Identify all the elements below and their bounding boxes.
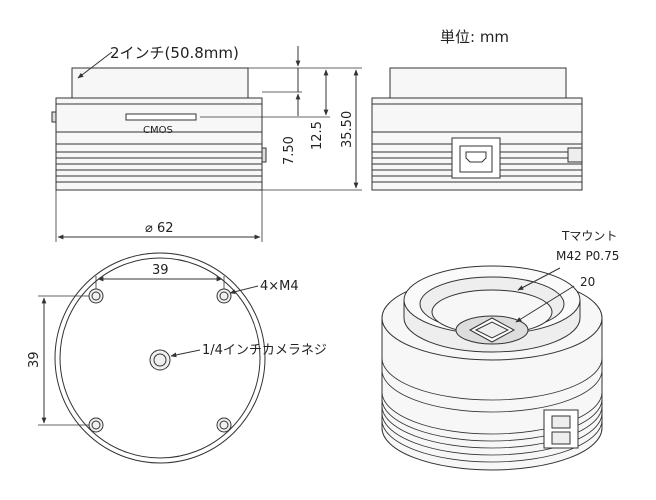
side-view-cap: [71, 67, 249, 99]
hole-spacing-v: 39: [27, 351, 42, 368]
tripod-hole: [149, 349, 171, 371]
sensor-size-leader: [77, 51, 113, 79]
hole-leader: [229, 285, 259, 295]
dim-35-50: 35.50: [340, 111, 355, 148]
hole-spacing-h: 39: [152, 263, 169, 278]
rear-view: [371, 67, 583, 191]
tripod-label: 1/4インチカメラネジ: [202, 343, 327, 358]
diameter-label: ⌀ 62: [145, 221, 174, 236]
dim-20-label: 20: [580, 275, 595, 289]
sensor-size-label: 2インチ(50.8mm): [110, 44, 239, 62]
bottom-view: [54, 252, 266, 464]
sensor-label: CMOS: [143, 125, 173, 136]
tmount-leader: [517, 267, 561, 291]
iso-view: [381, 265, 603, 471]
tmount-label-2: M42 P0.75: [556, 249, 619, 263]
hole-label: 4×M4: [260, 279, 299, 294]
rear-view-cap: [389, 67, 567, 99]
dim-20-leader: [515, 285, 575, 323]
sensor-plate: [125, 113, 197, 121]
side-view: [51, 67, 267, 191]
unit-label: 単位: mm: [440, 28, 509, 46]
bottom-inner-circle: [59, 257, 261, 459]
tripod-leader: [170, 349, 201, 358]
dim-12-5: 12.5: [310, 121, 325, 150]
tmount-label-1: Tマウント: [561, 229, 617, 243]
dim-7-50: 7.50: [282, 136, 297, 165]
